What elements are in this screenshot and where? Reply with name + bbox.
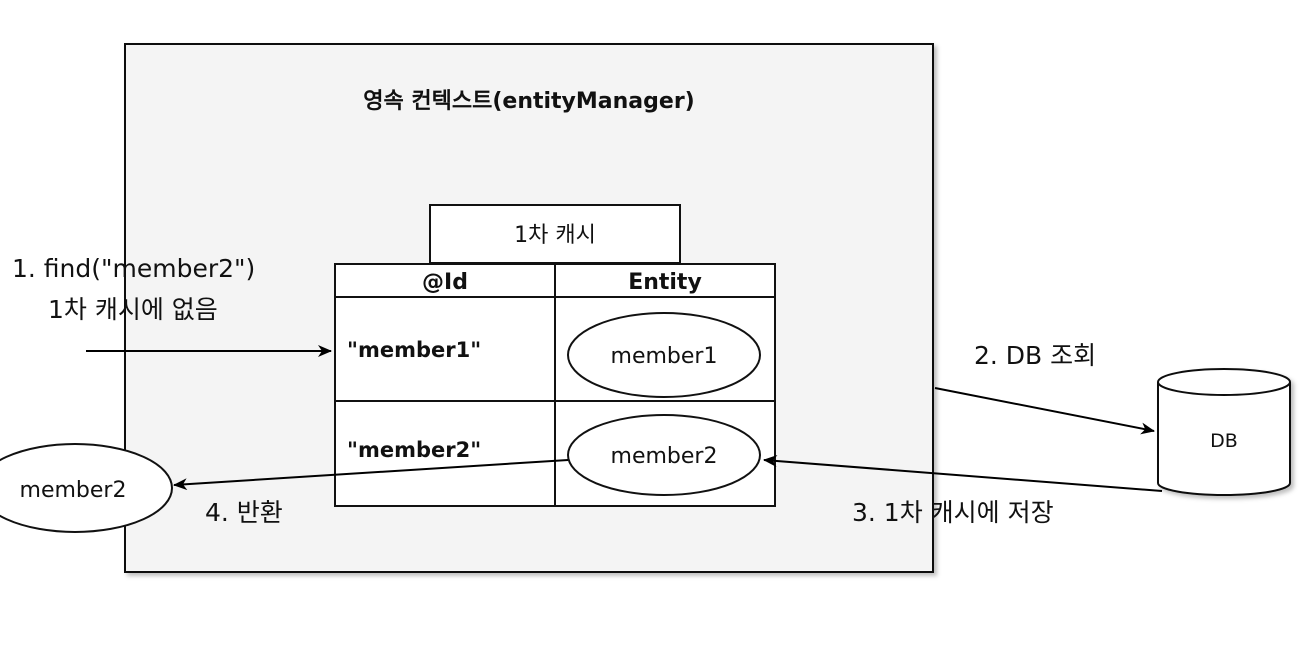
cache-header-entity: Entity (628, 270, 702, 295)
step-3-store-label: 3. 1차 캐시에 저장 (852, 498, 1054, 527)
cache-row-2-entity-ellipse (567, 414, 761, 496)
returned-entity-label: member2 (20, 478, 127, 503)
step-1-find-label: 1. find("member2") (12, 254, 255, 283)
step-1-cache-miss-label: 1차 캐시에 없음 (48, 295, 218, 324)
cache-row-1-entity-ellipse (567, 312, 761, 398)
arrow-store-in-cache (763, 455, 1163, 492)
db-cylinder (1157, 368, 1291, 496)
cache-title: 1차 캐시 (514, 223, 596, 248)
step-2-db-query-label: 2. DB 조회 (974, 341, 1096, 370)
persistence-context-title: 영속 컨텍스트(entityManager) (363, 89, 694, 114)
step-4-return-label: 4. 반환 (205, 498, 283, 527)
returned-entity-ellipse (0, 443, 173, 533)
cache-title-box (429, 204, 681, 264)
cache-header-id: @Id (422, 270, 468, 295)
cache-row-2-entity: member2 (611, 444, 718, 469)
cache-row-1-id: "member1" (347, 338, 481, 362)
arrow-return (173, 459, 569, 491)
arrow-db-query (934, 387, 1155, 435)
cache-row-1-entity: member1 (611, 344, 718, 369)
cache-row-2-id: "member2" (347, 438, 481, 462)
db-label: DB (1210, 430, 1238, 452)
